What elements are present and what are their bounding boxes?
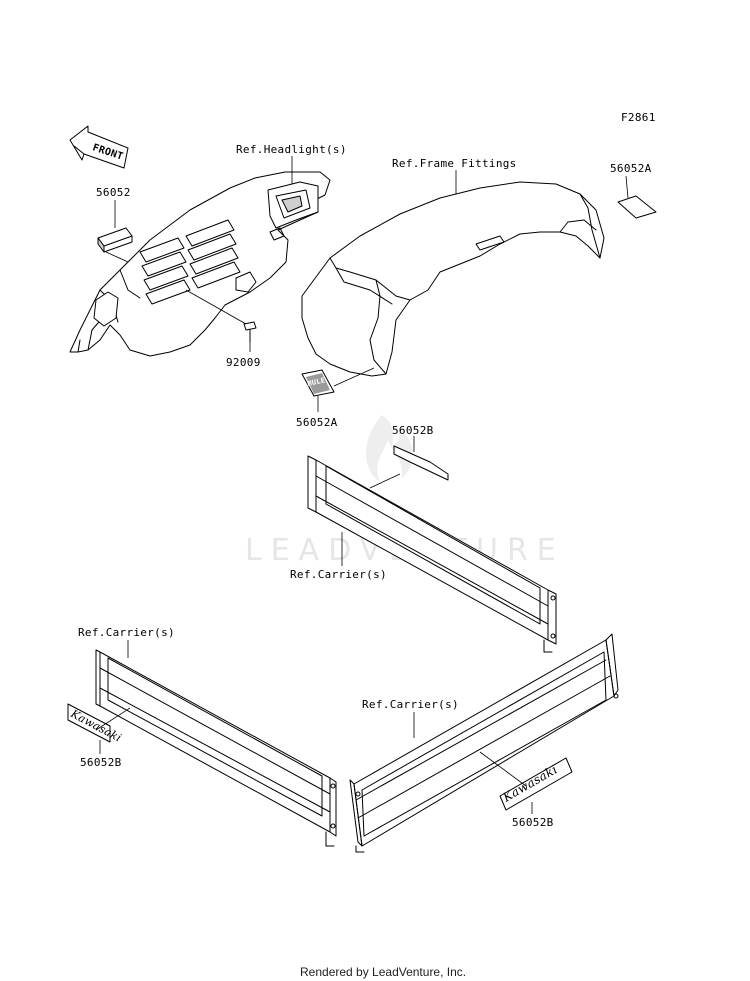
label-56052B-top: 56052B: [392, 424, 434, 437]
part-56052-grille-clip: 56052: [96, 186, 133, 263]
label-92009: 92009: [226, 356, 261, 369]
part-92009-screw: 92009: [185, 289, 261, 369]
label-56052A-mid: 56052A: [296, 416, 338, 429]
part-56052A-top-decal: 56052A: [610, 162, 657, 219]
figure-code: F2861: [621, 111, 656, 124]
label-ref-carrier-top: Ref.Carrier(s): [290, 568, 387, 581]
label-ref-frame-fittings: Ref.Frame Fittings: [392, 157, 517, 170]
carrier-gate-top: [307, 455, 557, 653]
label-56052B-right: 56052B: [512, 816, 554, 829]
rear-body-panel: [301, 181, 605, 377]
label-56052A-top: 56052A: [610, 162, 652, 175]
flame-logo-icon: [366, 415, 414, 482]
label-56052: 56052: [96, 186, 131, 199]
carrier-gate-left: [95, 649, 337, 847]
label-ref-carrier-right: Ref.Carrier(s): [362, 698, 459, 711]
label-56052B-left: 56052B: [80, 756, 122, 769]
front-arrow-icon: FRONT: [69, 125, 129, 169]
part-56052A-mule-decal: MULE 56052A: [296, 367, 375, 429]
footer-credit: Rendered by LeadVenture, Inc.: [300, 965, 466, 979]
front-hood-panel: [69, 171, 331, 357]
carrier-gate-right: [349, 633, 619, 853]
label-ref-headlight: Ref.Headlight(s): [236, 143, 347, 156]
label-ref-carrier-left: Ref.Carrier(s): [78, 626, 175, 639]
part-56052B-top-decal: 56052B: [369, 424, 449, 489]
mule-decal-text: MULE: [307, 376, 326, 388]
part-56052B-left-kawasaki-decal: Kawasaki 56052B: [67, 703, 131, 769]
